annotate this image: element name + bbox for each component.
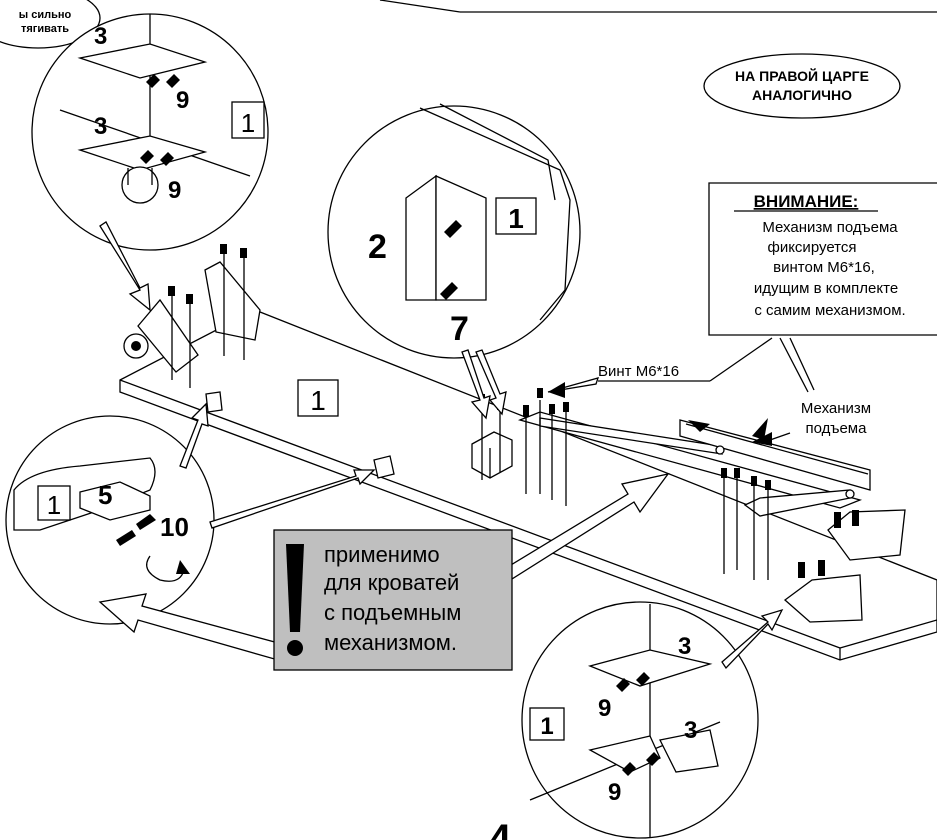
warning-box: применимо для кроватей с подъемным механ… xyxy=(273,529,513,671)
br-part-9b: 9 xyxy=(608,779,621,806)
attention-line-3: винтом М6*16, xyxy=(773,259,875,276)
header-lines xyxy=(379,0,937,13)
attention-box: ВНИМАНИЕ: Механизм подъема фиксируется в… xyxy=(708,182,937,336)
attention-line-2: фиксируется xyxy=(767,239,856,256)
top-left-note-bubble: ы сильно тягивать xyxy=(0,0,101,49)
br-box-1: 1 xyxy=(540,713,553,740)
tl-part-3b: 3 xyxy=(94,113,107,140)
left-part-5: 5 xyxy=(98,480,112,510)
br-part-3a: 3 xyxy=(678,633,691,660)
detail-circle-middle: 2 7 1 xyxy=(327,103,581,359)
mechanism-screws xyxy=(523,388,771,580)
lift-mechanism xyxy=(517,411,871,517)
pointer-mid xyxy=(461,349,507,420)
br-part-9a: 9 xyxy=(598,695,611,722)
rail-box-1: 1 xyxy=(310,385,326,416)
attention-title: ВНИМАНИЕ: xyxy=(754,192,859,211)
mid-part-7: 7 xyxy=(450,310,469,348)
warning-line-3: с подъемным xyxy=(324,600,461,625)
top-left-note-line1: ы сильно xyxy=(19,9,72,21)
rail-label: 1 xyxy=(297,379,339,417)
warning-line-4: механизмом. xyxy=(324,630,457,655)
tl-part-9a: 9 xyxy=(176,87,189,114)
tl-box-1: 1 xyxy=(241,108,255,138)
left-leg-assembly xyxy=(123,244,395,479)
attention-line-1: Механизм подъема xyxy=(762,219,898,236)
warning-line-2: для кроватей xyxy=(324,570,459,595)
tl-part-3a: 3 xyxy=(94,23,107,50)
mechanism-label-line2: подъема xyxy=(806,420,868,437)
right-leg-assembly xyxy=(783,509,906,623)
pointers-left xyxy=(179,402,376,529)
page-number: 4 xyxy=(489,817,512,840)
mechanism-label-line1: Механизм xyxy=(801,400,871,417)
mechanism-label: Механизм подъема xyxy=(752,400,871,446)
pointer-tl xyxy=(99,221,151,312)
right-side-note-line1: НА ПРАВОЙ ЦАРГЕ xyxy=(735,67,869,84)
screw-label-text: Винт М6*16 xyxy=(598,363,679,380)
left-part-10: 10 xyxy=(160,512,189,542)
pointer-br xyxy=(721,608,784,670)
top-left-note-line2: тягивать xyxy=(21,23,69,35)
attention-line-4: идущим в комплекте xyxy=(754,280,898,297)
detail-circle-top-left: 3 9 3 9 1 xyxy=(31,13,269,251)
mid-box-1: 1 xyxy=(508,203,524,234)
left-box-1: 1 xyxy=(47,490,61,520)
tl-part-9b: 9 xyxy=(168,177,181,204)
warning-line-1: применимо xyxy=(324,542,440,567)
detail-circle-left: 1 5 10 xyxy=(5,415,215,625)
attention-line-5: с самим механизмом. xyxy=(754,302,905,319)
right-side-note: НА ПРАВОЙ ЦАРГЕ АНАЛОГИЧНО xyxy=(703,53,901,119)
right-side-note-line2: АНАЛОГИЧНО xyxy=(752,87,852,103)
br-part-3b: 3 xyxy=(684,717,697,744)
screw-label: Винт М6*16 xyxy=(547,337,815,398)
detail-circle-bottom-right: 3 9 1 3 9 xyxy=(521,601,759,839)
mid-part-2: 2 xyxy=(368,228,387,266)
